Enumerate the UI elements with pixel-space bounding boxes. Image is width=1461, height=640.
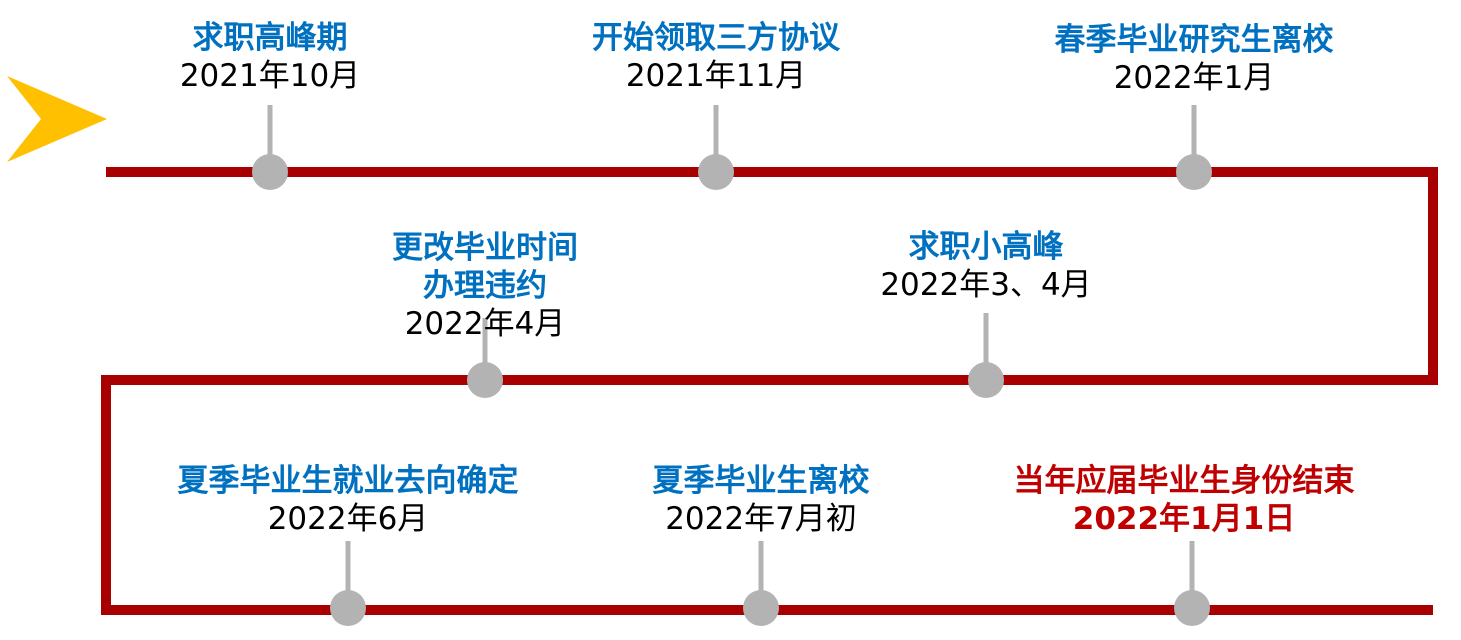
event-date: 2022年6月: [267, 501, 429, 537]
timeline-dot: [1174, 590, 1210, 626]
timeline-dot: [698, 154, 734, 190]
timeline-dot: [968, 362, 1004, 398]
event-5: 求职小高峰 2022年3、4月: [880, 228, 1091, 304]
event-date: 2022年1月1日: [1072, 501, 1296, 537]
event-1: 求职高峰期 2021年10月: [180, 19, 360, 95]
event-title-line-1: 更改毕业时间: [392, 230, 578, 266]
event-date: 2022年7月初: [665, 501, 857, 537]
event-title: 当年应届毕业生身份结束: [1013, 463, 1355, 499]
event-title-line-2: 办理违约: [423, 268, 547, 304]
event-date: 2021年10月: [179, 58, 361, 94]
event-8-highlight: 当年应届毕业生身份结束2022年1月1日: [1012, 462, 1357, 538]
event-4: 更改毕业时间 办理违约 2022年4月: [392, 229, 578, 343]
event-date: 2022年3、4月: [880, 267, 1092, 303]
timeline-dot: [743, 590, 779, 626]
event-date: 2022年4月: [404, 306, 566, 342]
timeline-dot: [1176, 154, 1212, 190]
event-7: 夏季毕业生离校 2022年7月初: [653, 462, 870, 538]
event-date: 2022年1月: [1113, 60, 1275, 96]
event-title: 夏季毕业生就业去向确定: [177, 463, 519, 499]
timeline-dot: [330, 590, 366, 626]
event-3: 春季毕业研究生离校2022年1月: [1054, 21, 1334, 97]
event-2: 开始领取三方协议 2021年11月: [592, 19, 840, 95]
event-title: 开始领取三方协议: [592, 20, 840, 56]
event-title: 求职小高峰: [908, 229, 1064, 265]
event-title: 夏季毕业生离校: [652, 463, 870, 499]
timeline-dot: [467, 362, 503, 398]
timeline-path: [101, 167, 1438, 615]
event-title: 春季毕业研究生离校: [1054, 22, 1334, 58]
timeline-dot: [252, 154, 288, 190]
event-title: 求职高峰期: [192, 20, 348, 56]
event-6: 夏季毕业生就业去向确定2022年6月: [176, 462, 521, 538]
start-arrow-icon: [7, 76, 107, 162]
event-date: 2021年11月: [625, 58, 807, 94]
